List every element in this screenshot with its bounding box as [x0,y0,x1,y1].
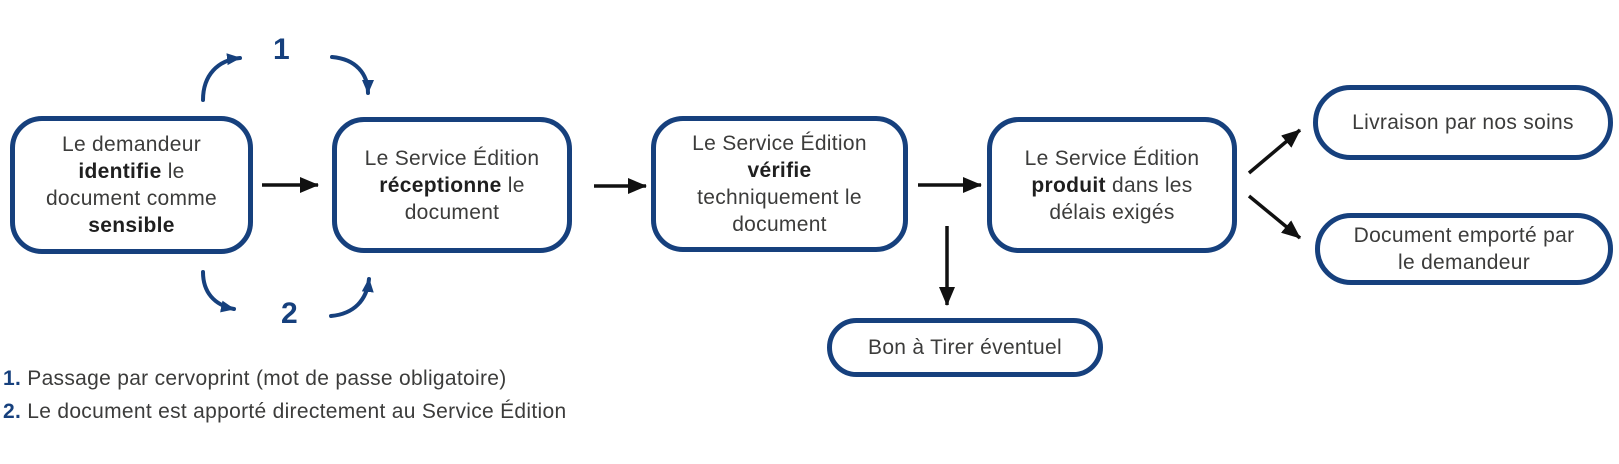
curved-arrow-path1-out [201,53,242,102]
step-produce-line2: produit dans les [1031,172,1192,199]
path-label-1: 1 [273,33,290,66]
outcome-pickup-box: Document emporté par le demandeur [1315,213,1613,285]
outcome-pickup-line1: Document emporté par [1354,222,1575,249]
step-produce-text: Le Service Édition [1024,146,1200,170]
step-verify-text: Le Service Édition [692,132,867,155]
proof-line1: Bon à Tirer éventuel [868,334,1062,361]
legend-notes: 1. Passage par cervoprint (mot de passe … [3,362,566,428]
legend-note-1-text: Passage par cervoprint (mot de passe obl… [21,367,507,390]
legend-note-2-text: Le document est apporté directement au S… [21,400,567,423]
step-identify-line1: Le demandeur [62,131,201,158]
arrow-produce-to-delivery [1247,128,1302,175]
step-receive-text: document [404,200,500,224]
legend-note-2: 2. Le document est apporté directement a… [3,395,566,428]
step-identify-box: Le demandeur identifie le document comme… [10,116,253,254]
step-identify-text: document comme [45,187,218,210]
legend-note-1-number: 1. [3,367,22,390]
legend-note-2-number: 2. [3,400,22,423]
proof-box: Bon à Tirer éventuel [827,318,1103,377]
step-receive-line1: Le Service Édition [365,145,540,172]
step-verify-text: document [732,213,827,236]
step-receive-keyword: réceptionne [379,173,502,197]
step-identify-line2: identifie le [78,158,184,185]
step-produce-box: Le Service Édition produit dans les déla… [987,117,1237,253]
proof-text: Bon à Tirer éventuel [868,336,1062,359]
step-receive-text: Le Service Édition [364,146,540,170]
arrow-produce-to-pickup [1247,194,1302,240]
path-label-2: 2 [281,297,298,330]
curved-arrow-path2-in [329,277,374,318]
step-identify-text: Le demandeur [61,133,202,156]
outcome-delivery-line1: Livraison par nos soins [1352,109,1574,136]
outcome-delivery-text: Livraison par nos soins [1352,111,1574,134]
step-identify-line4: sensible [88,212,174,239]
outcome-pickup-text: le demandeur [1397,251,1531,274]
legend-note-1: 1. Passage par cervoprint (mot de passe … [3,362,566,395]
step-verify-keyword: vérifie [747,159,812,182]
step-identify-keyword: sensible [88,214,175,237]
step-verify-line4: document [732,211,827,238]
step-identify-keyword: identifie [78,160,162,183]
step-receive-box: Le Service Édition réceptionne le docume… [332,117,572,253]
outcome-pickup-text: Document emporté par [1353,224,1575,247]
step-identify-text: le [161,160,185,183]
curved-arrow-path2-out [201,270,236,313]
step-receive-line3: document [405,199,500,226]
outcome-pickup-line2: le demandeur [1398,249,1530,276]
step-produce-text: dans les [1105,173,1193,197]
step-produce-line3: délais exigés [1049,199,1174,226]
step-verify-line1: Le Service Édition [692,130,867,157]
step-verify-line2: vérifie [748,157,812,184]
step-receive-line2: réceptionne le [379,172,524,199]
step-verify-text: techniquement le [697,186,862,209]
step-verify-box: Le Service Édition vérifie techniquement… [651,116,908,252]
step-receive-text: le [501,173,525,197]
step-produce-keyword: produit [1031,173,1106,197]
curved-arrow-path1-in [330,55,374,95]
step-produce-line1: Le Service Édition [1025,145,1200,172]
step-produce-text: délais exigés [1049,200,1175,224]
step-identify-line3: document comme [46,185,217,212]
step-verify-line3: techniquement le [697,184,862,211]
outcome-delivery-box: Livraison par nos soins [1313,85,1613,160]
